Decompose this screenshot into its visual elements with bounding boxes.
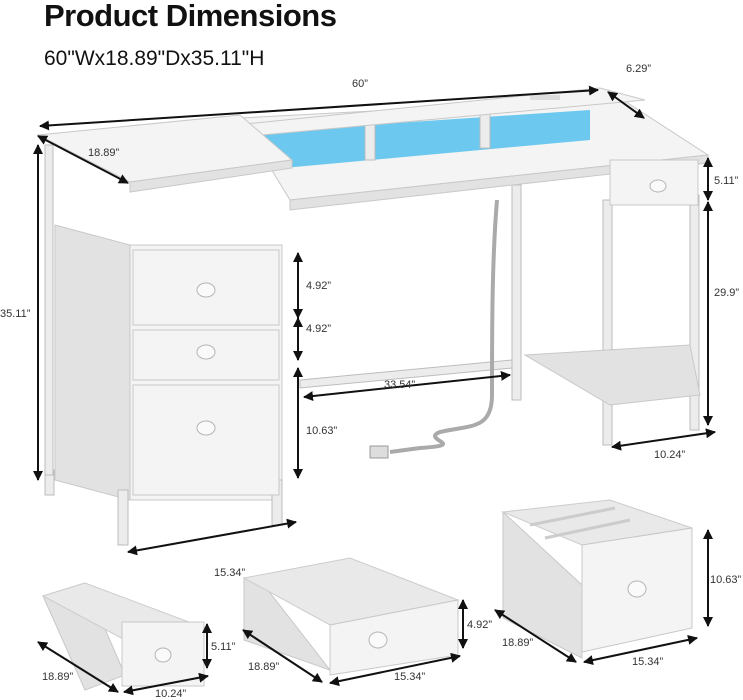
page-title: Product Dimensions (44, 0, 337, 33)
height-label: 35.11” (0, 308, 31, 320)
mesh-shelf (523, 344, 701, 406)
desk-leg (602, 199, 613, 446)
small-drawer-depth: 18.89” (42, 671, 74, 683)
large-drawer-height: 10.63” (710, 574, 742, 586)
power-plug (369, 445, 389, 459)
drawer-knob (154, 647, 172, 663)
drawer-knob (368, 631, 388, 649)
left-depth-label: 18.89” (88, 147, 120, 159)
file-rail (544, 518, 631, 540)
overall-dimensions: 60"Wx18.89"Dx35.11"H (44, 47, 265, 70)
desk-leg (117, 489, 129, 546)
hutch-depth-arrow (607, 91, 645, 119)
leg-height-label: 29.9” (714, 287, 739, 299)
medium-drawer-height: 4.92” (467, 619, 492, 631)
small-drawer-height: 5.11” (211, 641, 236, 653)
large-drawer (501, 499, 693, 659)
drawer-knob (196, 344, 216, 360)
hutch-divider (479, 111, 491, 149)
cabinet-width-arrow (127, 518, 297, 556)
desk-illustration (36, 87, 710, 546)
power-strip (530, 95, 560, 100)
drawer-knob (627, 580, 647, 598)
drawer2-label: 4.92” (306, 323, 331, 335)
right-drawer-label: 5.11” (714, 175, 739, 187)
drawer-knob (196, 420, 216, 436)
hutch-depth-label: 6.29” (626, 63, 651, 75)
medium-drawer-depth: 18.89” (248, 661, 280, 673)
drawer-3 (132, 384, 280, 496)
power-cord (389, 199, 499, 454)
cabinet-width-label: 15.34” (214, 567, 246, 579)
cabinet-side (54, 224, 131, 501)
drawer3-label: 10.63” (306, 425, 338, 437)
right-width-label: 10.24” (654, 449, 686, 461)
left-depth-arrow (37, 135, 129, 184)
medium-drawer-width: 15.34” (394, 671, 426, 683)
left-desktop-edge (129, 159, 293, 193)
drawer1-label: 4.92” (306, 280, 331, 292)
hutch-divider (364, 119, 376, 161)
width-label: 60” (352, 78, 368, 90)
right-width-arrow (611, 428, 716, 451)
knee-width-arrow (303, 370, 511, 402)
desk-leg (511, 184, 522, 401)
small-drawer-width: 10.24” (155, 688, 187, 700)
knee-width-label: 33.54” (384, 379, 416, 391)
width-arrow (39, 85, 599, 131)
large-drawer-width: 15.34” (632, 656, 664, 668)
drawer-knob (196, 282, 216, 298)
file-rail (529, 506, 616, 527)
large-drawer-depth: 18.89” (502, 637, 534, 649)
drawer-knob (649, 179, 667, 193)
medium-drawer (242, 557, 460, 676)
